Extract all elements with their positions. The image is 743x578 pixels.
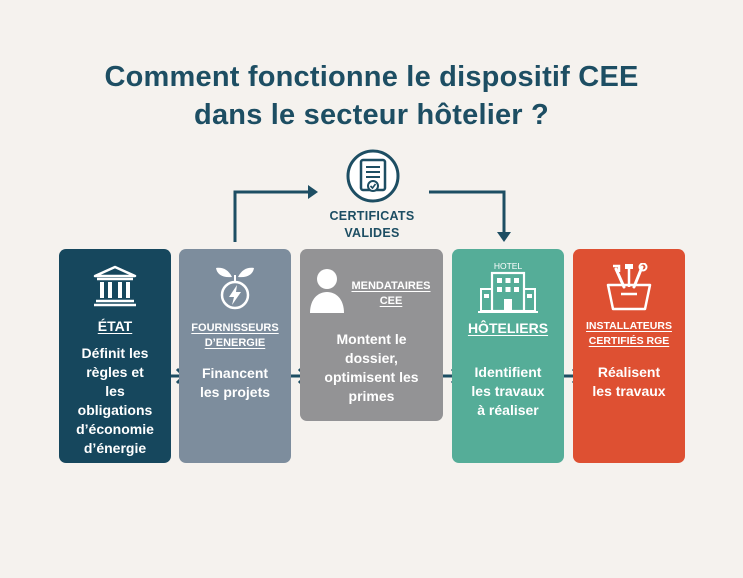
- label-line: INSTALLATEURS: [586, 320, 672, 332]
- actor-hoteliers-description: Identifient les travaux à réaliser: [458, 363, 558, 420]
- toolbox-icon: [606, 263, 652, 311]
- actor-installateurs-description: Réalisent les travaux: [579, 363, 679, 401]
- desc-line: Montent le: [336, 331, 407, 347]
- actor-etat: ÉTAT Définit les règles et les obligatio…: [59, 249, 171, 463]
- actor-hoteliers-label: HÔTELIERS: [467, 320, 549, 336]
- label-line: CERTIFIÉS RGE: [588, 335, 670, 347]
- actor-fournisseurs-label: FOURNISSEURS D’ENERGIE: [179, 321, 291, 351]
- top-connector-right-arrowhead: [497, 232, 511, 242]
- desc-line: d’économie: [76, 421, 154, 437]
- label-line: D’ENERGIE: [204, 337, 266, 349]
- desc-line: les travaux: [592, 383, 666, 399]
- certificates-line-2: VALIDES: [344, 226, 400, 240]
- top-connector-right: [429, 190, 506, 234]
- label-line: CEE: [379, 295, 403, 307]
- desc-line: dossier,: [345, 350, 398, 366]
- desc-line: les projets: [199, 384, 271, 400]
- desc-line: à réaliser: [477, 402, 539, 418]
- desc-line: les travaux: [471, 383, 545, 399]
- desc-line: Identifient: [474, 364, 542, 380]
- top-connector-left: [233, 190, 312, 242]
- page-title: Comment fonctionne le dispositif CEE dan…: [0, 58, 743, 134]
- hotel-building-icon: HOTEL: [478, 261, 538, 313]
- top-connector-left-arrowhead: [308, 185, 318, 199]
- desc-line: d’énergie: [83, 440, 147, 456]
- desc-line: primes: [348, 388, 395, 404]
- actor-installateurs-label: INSTALLATEURS CERTIFIÉS RGE: [573, 319, 685, 349]
- actor-fournisseurs-description: Financent les projets: [185, 364, 285, 402]
- desc-line: Définit les: [81, 345, 149, 361]
- certificates-label: CERTIFICATS VALIDES: [300, 208, 444, 242]
- energy-leaf-icon: [216, 267, 254, 310]
- desc-line: optimisent les: [324, 369, 419, 385]
- desc-line: Financent: [201, 365, 269, 381]
- actor-fournisseurs: FOURNISSEURS D’ENERGIE Financent les pro…: [179, 249, 291, 463]
- desc-line: règles et: [86, 364, 144, 380]
- actor-hoteliers: HOTEL HÔTELIERS Identifient les travaux …: [452, 249, 564, 463]
- title-line-2: dans le secteur hôtelier ?: [194, 99, 549, 131]
- certificate-document-icon: [346, 149, 400, 203]
- actor-installateurs: INSTALLATEURS CERTIFIÉS RGE Réalisent le…: [573, 249, 685, 463]
- government-building-icon: [93, 265, 137, 307]
- desc-line: Réalisent: [597, 364, 661, 380]
- actor-mendataires-description: Montent le dossier, optimisent les prime…: [306, 330, 437, 406]
- actor-mendataires: MENDATAIRES CEE Montent le dossier, opti…: [300, 249, 443, 421]
- hotel-sign-text: HOTEL: [494, 261, 523, 271]
- desc-line: obligations: [77, 402, 153, 418]
- label-line: FOURNISSEURS: [191, 322, 279, 334]
- label-line: MENDATAIRES: [351, 280, 431, 292]
- certificates-line-1: CERTIFICATS: [329, 209, 415, 223]
- person-icon: [310, 269, 344, 313]
- actor-mendataires-label: MENDATAIRES CEE: [343, 279, 439, 309]
- actor-etat-description: Définit les règles et les obligations d’…: [65, 344, 165, 458]
- title-line-1: Comment fonctionne le dispositif CEE: [104, 61, 639, 93]
- actor-etat-label: ÉTAT: [97, 318, 133, 334]
- desc-line: les: [105, 383, 125, 399]
